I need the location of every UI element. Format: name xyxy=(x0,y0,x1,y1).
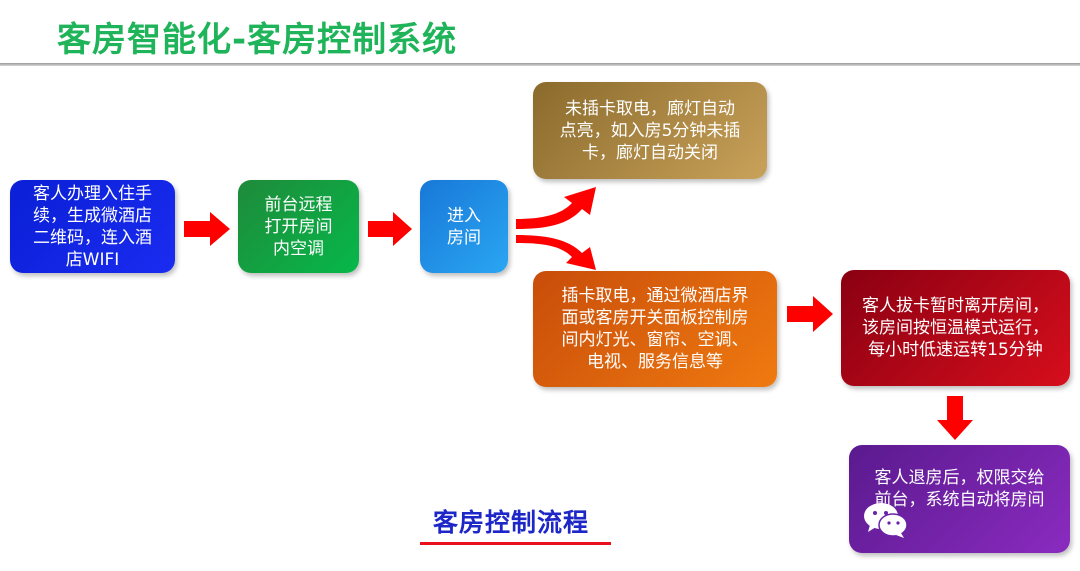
step-checkout-line: 前台，系统自动将房间 xyxy=(874,490,1045,510)
step-remote-line: 前台远程 xyxy=(264,194,333,215)
step-no-card-line: 卡，廊灯自动关闭 xyxy=(581,142,718,163)
page-title: 客房智能化-客房控制系统 xyxy=(57,20,458,60)
step-card-line: 插卡取电，通过微酒店界 xyxy=(561,286,749,306)
step-remote-box: 前台远程 打开房间 内空调 xyxy=(238,180,359,273)
step-remote-line: 打开房间 xyxy=(264,216,333,237)
step-card-line: 间内灯光、窗帘、空调、 xyxy=(561,330,749,350)
arrow-checkin-to-remote xyxy=(184,212,230,246)
step-enter-line: 进入 xyxy=(447,205,481,226)
step-checkout-line: 客人退房后，权限交给 xyxy=(874,468,1045,488)
caption-underline xyxy=(420,542,611,545)
step-enter-box: 进入 房间 xyxy=(420,180,508,273)
arrow-leave-to-checkout xyxy=(937,396,973,440)
step-checkin-line: 店WIFI xyxy=(65,249,120,270)
step-card-box: 插卡取电，通过微酒店界 面或客房开关面板控制房 间内灯光、窗帘、空调、 电视、服… xyxy=(533,271,777,387)
step-no-card-line: 未插卡取电，廊灯自动 xyxy=(564,98,735,119)
diagram-caption: 客房控制流程 xyxy=(433,508,590,537)
title-divider xyxy=(0,63,1080,66)
step-card-line: 电视、服务信息等 xyxy=(587,352,723,372)
step-no-card-line: 点亮，如入房5分钟未插 xyxy=(559,120,741,141)
arrow-remote-to-enter xyxy=(368,212,412,246)
step-checkin-box: 客人办理入住手 续，生成微酒店 二维码，连入酒 店WIFI xyxy=(10,180,175,273)
wechat-icon xyxy=(864,503,908,538)
step-checkin-line: 续，生成微酒店 xyxy=(33,205,152,226)
step-enter-line: 房间 xyxy=(447,227,481,248)
step-leave-line: 每小时低速运转15分钟 xyxy=(868,340,1043,360)
step-leave-line: 客人拔卡暂时离开房间， xyxy=(862,296,1049,316)
step-leave-line: 该房间按恒温模式运行， xyxy=(862,318,1049,338)
arrow-split xyxy=(516,187,596,270)
step-checkin-line: 二维码，连入酒 xyxy=(33,227,152,248)
step-leave-box: 客人拔卡暂时离开房间， 该房间按恒温模式运行， 每小时低速运转15分钟 xyxy=(841,270,1070,386)
arrow-card-to-leave xyxy=(787,296,833,332)
step-no-card-box: 未插卡取电，廊灯自动 点亮，如入房5分钟未插 卡，廊灯自动关闭 xyxy=(533,82,767,179)
step-checkin-line: 客人办理入住手 xyxy=(33,183,152,204)
step-card-line: 面或客房开关面板控制房 xyxy=(561,308,749,328)
step-remote-line: 内空调 xyxy=(273,238,324,259)
